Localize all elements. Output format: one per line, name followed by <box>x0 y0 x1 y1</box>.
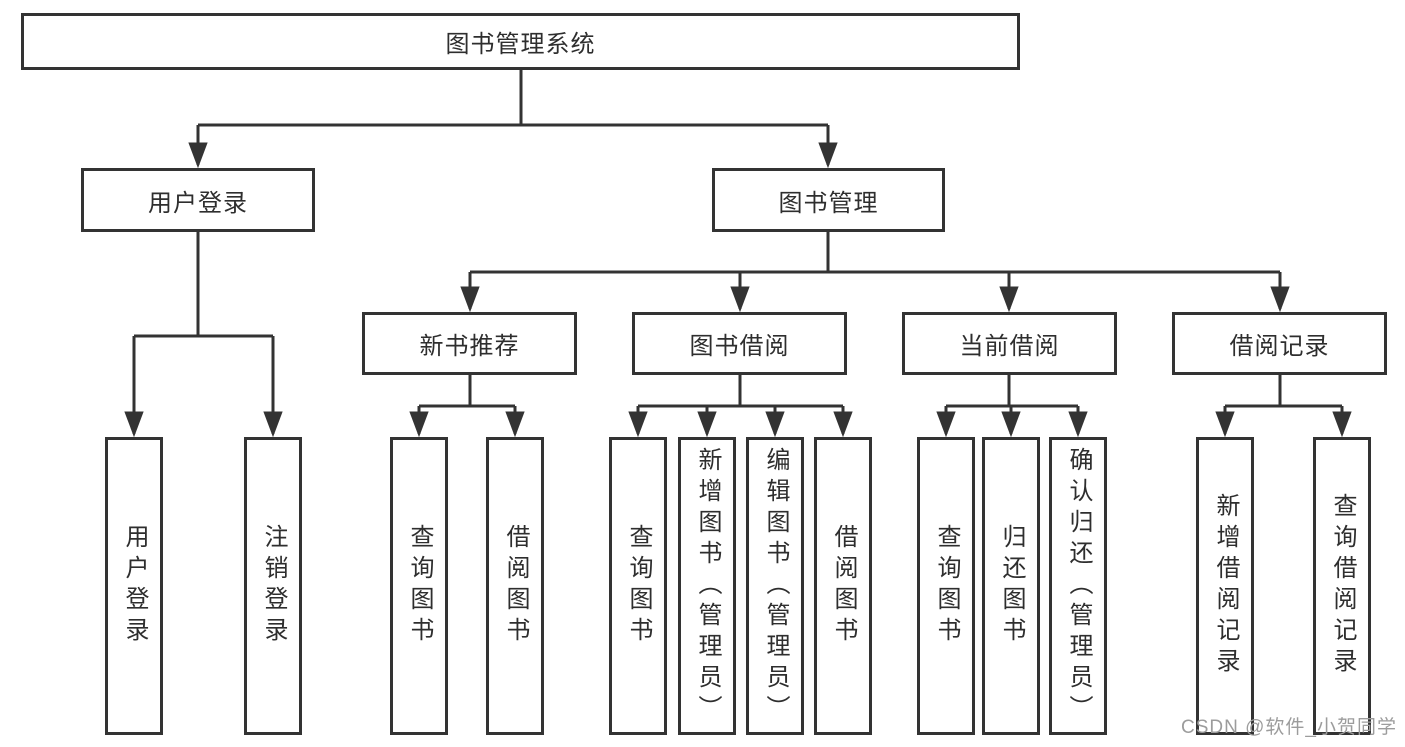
node-library-system: 图书管理系统 <box>21 13 1020 70</box>
leaf-label: 借阅图书 <box>830 524 857 648</box>
leaf-query-books: 查询图书 <box>390 437 448 735</box>
leaf-return-books: 归还图书 <box>982 437 1040 735</box>
node-book-borrow: 图书借阅 <box>632 312 847 375</box>
leaf-label: 归还图书 <box>998 524 1025 648</box>
leaf-label: 注销登录 <box>260 524 287 648</box>
leaf-borrow-books: 借阅图书 <box>486 437 544 735</box>
leaf-label: 查询图书 <box>406 524 433 648</box>
leaf-query-borrow-record: 查询借阅记录 <box>1313 437 1371 735</box>
leaf-user-login: 用户登录 <box>105 437 163 735</box>
leaf-label: 确认归还（管理员） <box>1065 446 1092 726</box>
node-current-borrow: 当前借阅 <box>902 312 1117 375</box>
leaf-edit-books-admin: 编辑图书（管理员） <box>746 437 804 735</box>
leaf-query-books: 查询图书 <box>917 437 975 735</box>
leaf-label: 编辑图书（管理员） <box>762 446 789 726</box>
leaf-add-books-admin: 新增图书（管理员） <box>678 437 736 735</box>
leaf-label: 新增借阅记录 <box>1212 493 1239 679</box>
node-book-management: 图书管理 <box>712 168 945 232</box>
node-user-login: 用户登录 <box>81 168 315 232</box>
leaf-label: 新增图书（管理员） <box>694 446 721 726</box>
leaf-confirm-return-admin: 确认归还（管理员） <box>1049 437 1107 735</box>
node-borrow-records: 借阅记录 <box>1172 312 1387 375</box>
leaf-logout: 注销登录 <box>244 437 302 735</box>
leaf-label: 用户登录 <box>121 524 148 648</box>
leaf-label: 查询借阅记录 <box>1329 493 1356 679</box>
leaf-label: 借阅图书 <box>502 524 529 648</box>
node-new-book-recommend: 新书推荐 <box>362 312 577 375</box>
leaf-label: 查询图书 <box>625 524 652 648</box>
leaf-add-borrow-record: 新增借阅记录 <box>1196 437 1254 735</box>
csdn-watermark: CSDN @软件_小贺同学 <box>1181 717 1397 738</box>
leaf-label: 查询图书 <box>933 524 960 648</box>
leaf-borrow-books: 借阅图书 <box>814 437 872 735</box>
leaf-query-books: 查询图书 <box>609 437 667 735</box>
